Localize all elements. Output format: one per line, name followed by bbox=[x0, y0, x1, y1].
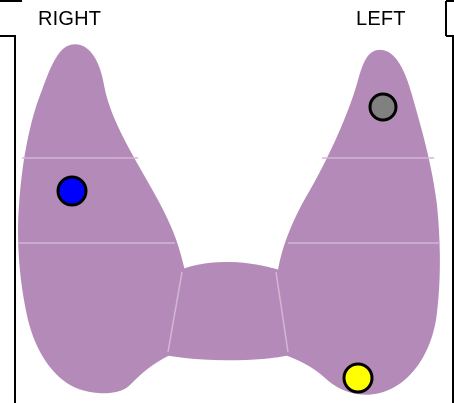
grey-nodule-marker[interactable] bbox=[368, 92, 398, 122]
yellow-nodule-marker[interactable] bbox=[342, 362, 374, 394]
isthmus-left-seam bbox=[275, 271, 289, 353]
isthmus-right-seam bbox=[167, 271, 183, 353]
isthmus bbox=[165, 262, 290, 361]
left-side-label: LEFT bbox=[356, 8, 406, 30]
right-side-label: RIGHT bbox=[38, 8, 102, 30]
right-lobe bbox=[18, 44, 185, 394]
left-lobe bbox=[278, 49, 440, 395]
blue-nodule-marker[interactable] bbox=[56, 175, 88, 207]
